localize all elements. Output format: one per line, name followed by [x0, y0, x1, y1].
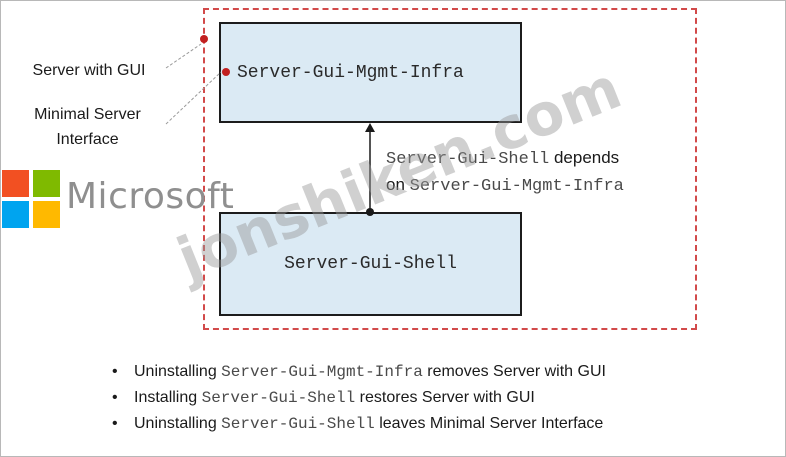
bullet-code: Server-Gui-Shell — [201, 389, 356, 407]
minimal-server-marker-dot — [222, 68, 230, 76]
minimal-server-leader-line — [165, 71, 222, 125]
server-with-gui-leader-line — [165, 43, 202, 69]
bullet-item: • Uninstalling Server-Gui-Shell leaves Mi… — [112, 411, 606, 437]
logo-square-green — [33, 170, 60, 197]
server-with-gui-label: Server with GUI — [32, 62, 146, 79]
logo-square-blue — [2, 201, 29, 228]
dependency-note: Server-Gui-Shell depends on Server-Gui-M… — [386, 145, 624, 199]
server-gui-mgmt-infra-box: Server-Gui-Mgmt-Infra — [219, 22, 522, 123]
bullet-text-pre: Uninstalling — [134, 363, 222, 380]
bullet-item: • Uninstalling Server-Gui-Mgmt-Infra remo… — [112, 359, 606, 385]
logo-square-red — [2, 170, 29, 197]
server-with-gui-marker-dot — [200, 35, 208, 43]
bullet-code: Server-Gui-Mgmt-Infra — [221, 363, 423, 381]
bullet-marker: • — [112, 389, 118, 406]
server-with-gui-boundary — [203, 8, 697, 330]
dependency-arrow-head — [365, 123, 375, 132]
bullet-text-pre: Installing — [134, 389, 202, 406]
bullet-text-pre: Uninstalling — [134, 415, 222, 432]
minimal-server-interface-label: Minimal Server Interface — [10, 102, 165, 152]
dependency-line2-text: on — [386, 175, 410, 194]
logo-square-yellow — [33, 201, 60, 228]
dependency-arrow-origin-dot — [366, 208, 374, 216]
dependency-line1-text: depends — [549, 148, 620, 167]
microsoft-wordmark: Microsoft — [66, 176, 235, 217]
bullet-text-post: leaves Minimal Server Interface — [374, 415, 604, 432]
minimal-server-line1: Minimal Server — [34, 106, 141, 123]
bullet-marker: • — [112, 363, 118, 380]
server-gui-shell-box: Server-Gui-Shell — [219, 212, 522, 316]
bullet-list: • Uninstalling Server-Gui-Mgmt-Infra remo… — [112, 359, 606, 437]
bullet-item: • Installing Server-Gui-Shell restores Se… — [112, 385, 606, 411]
server-gui-shell-label: Server-Gui-Shell — [284, 254, 457, 274]
minimal-server-line2: Interface — [56, 131, 119, 148]
dependency-line2-code: Server-Gui-Mgmt-Infra — [409, 177, 624, 196]
bullet-marker: • — [112, 415, 118, 432]
bullet-text-post: removes Server with GUI — [422, 363, 606, 380]
bullet-text-post: restores Server with GUI — [355, 389, 535, 406]
dependency-line1-code: Server-Gui-Shell — [386, 150, 550, 169]
server-gui-mgmt-infra-label: Server-Gui-Mgmt-Infra — [237, 62, 464, 83]
bullet-code: Server-Gui-Shell — [221, 415, 375, 433]
